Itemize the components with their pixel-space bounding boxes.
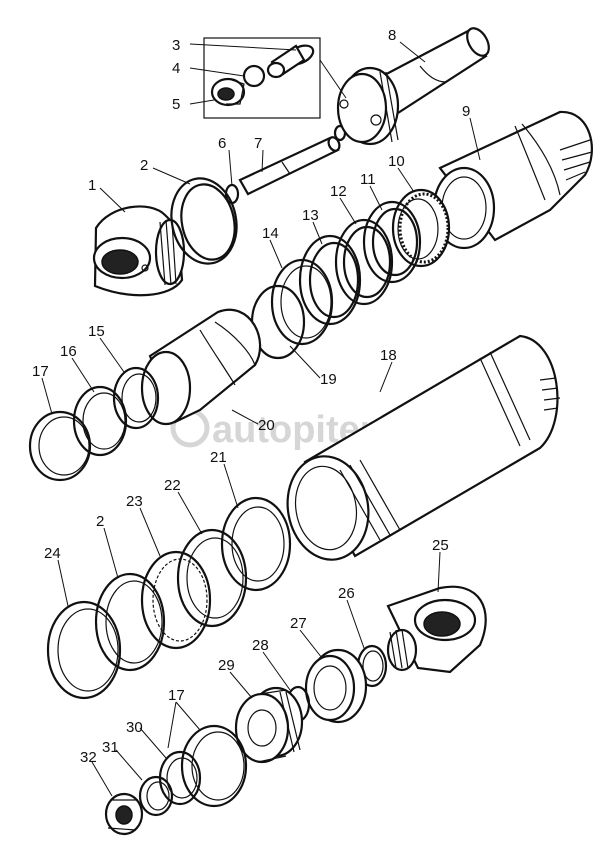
part-17-ring-upper [28, 410, 92, 482]
label-25: 25 [432, 537, 449, 554]
leader-lines [41, 41, 481, 797]
part-24-ring [46, 600, 122, 700]
label-16: 16 [60, 343, 77, 360]
label-14: 14 [262, 225, 279, 242]
part-2-ring-upper [170, 177, 238, 265]
part-18-cylinder-tube [286, 334, 561, 561]
label-19: 19 [320, 371, 337, 388]
part-20-clevis [140, 308, 262, 426]
part-23-ring [140, 550, 212, 650]
label-10: 10 [388, 153, 405, 170]
part-21-ring [220, 496, 292, 592]
label-3: 3 [172, 37, 180, 54]
part-31-ring [138, 775, 174, 817]
label-24: 24 [44, 545, 61, 562]
label-2-upper: 2 [140, 157, 148, 174]
part-labels: 1 2 3 4 5 6 7 8 9 10 11 12 13 14 15 16 1… [32, 27, 470, 766]
part-16-ring [72, 385, 128, 457]
part-15-ring [112, 366, 160, 430]
part-27-gland [304, 648, 368, 724]
part-2-ring-lower [94, 572, 166, 672]
part-10-bearing [391, 188, 451, 268]
label-4: 4 [172, 60, 180, 77]
part-9-clevis-sleeve [432, 110, 593, 250]
label-21: 21 [210, 449, 227, 466]
part-14-ring [270, 258, 334, 346]
part-12-ring [334, 218, 394, 306]
label-9: 9 [462, 103, 470, 120]
label-29: 29 [218, 657, 235, 674]
part-17-ring-lower [180, 724, 248, 808]
label-18: 18 [380, 347, 397, 364]
label-27: 27 [290, 615, 307, 632]
label-28: 28 [252, 637, 269, 654]
part-13-ring [298, 234, 362, 326]
label-17-lower: 17 [168, 687, 185, 704]
label-17-upper: 17 [32, 363, 49, 380]
label-2-lower: 2 [96, 513, 104, 530]
part-25-end-eye [386, 585, 487, 674]
label-23: 23 [126, 493, 143, 510]
part-1-rod-eye [92, 205, 186, 297]
label-1: 1 [88, 177, 96, 194]
label-15: 15 [88, 323, 105, 340]
label-26: 26 [338, 585, 355, 602]
part-29-piston [234, 686, 304, 764]
label-13: 13 [302, 207, 319, 224]
part-3-4-5-inset [203, 37, 321, 119]
part-32-nut [104, 792, 144, 836]
label-31: 31 [102, 739, 119, 756]
label-5: 5 [172, 96, 180, 113]
label-11: 11 [360, 171, 376, 188]
part-11-ring [362, 200, 422, 284]
label-12: 12 [330, 183, 347, 200]
label-22: 22 [164, 477, 181, 494]
label-7: 7 [254, 135, 262, 152]
label-8: 8 [388, 27, 396, 44]
label-6: 6 [218, 135, 226, 152]
part-22-ring [176, 528, 248, 628]
part-7-pin [238, 136, 341, 196]
label-30: 30 [126, 719, 143, 736]
label-20: 20 [258, 417, 275, 434]
part-8-rod [336, 27, 490, 146]
label-32: 32 [80, 749, 97, 766]
